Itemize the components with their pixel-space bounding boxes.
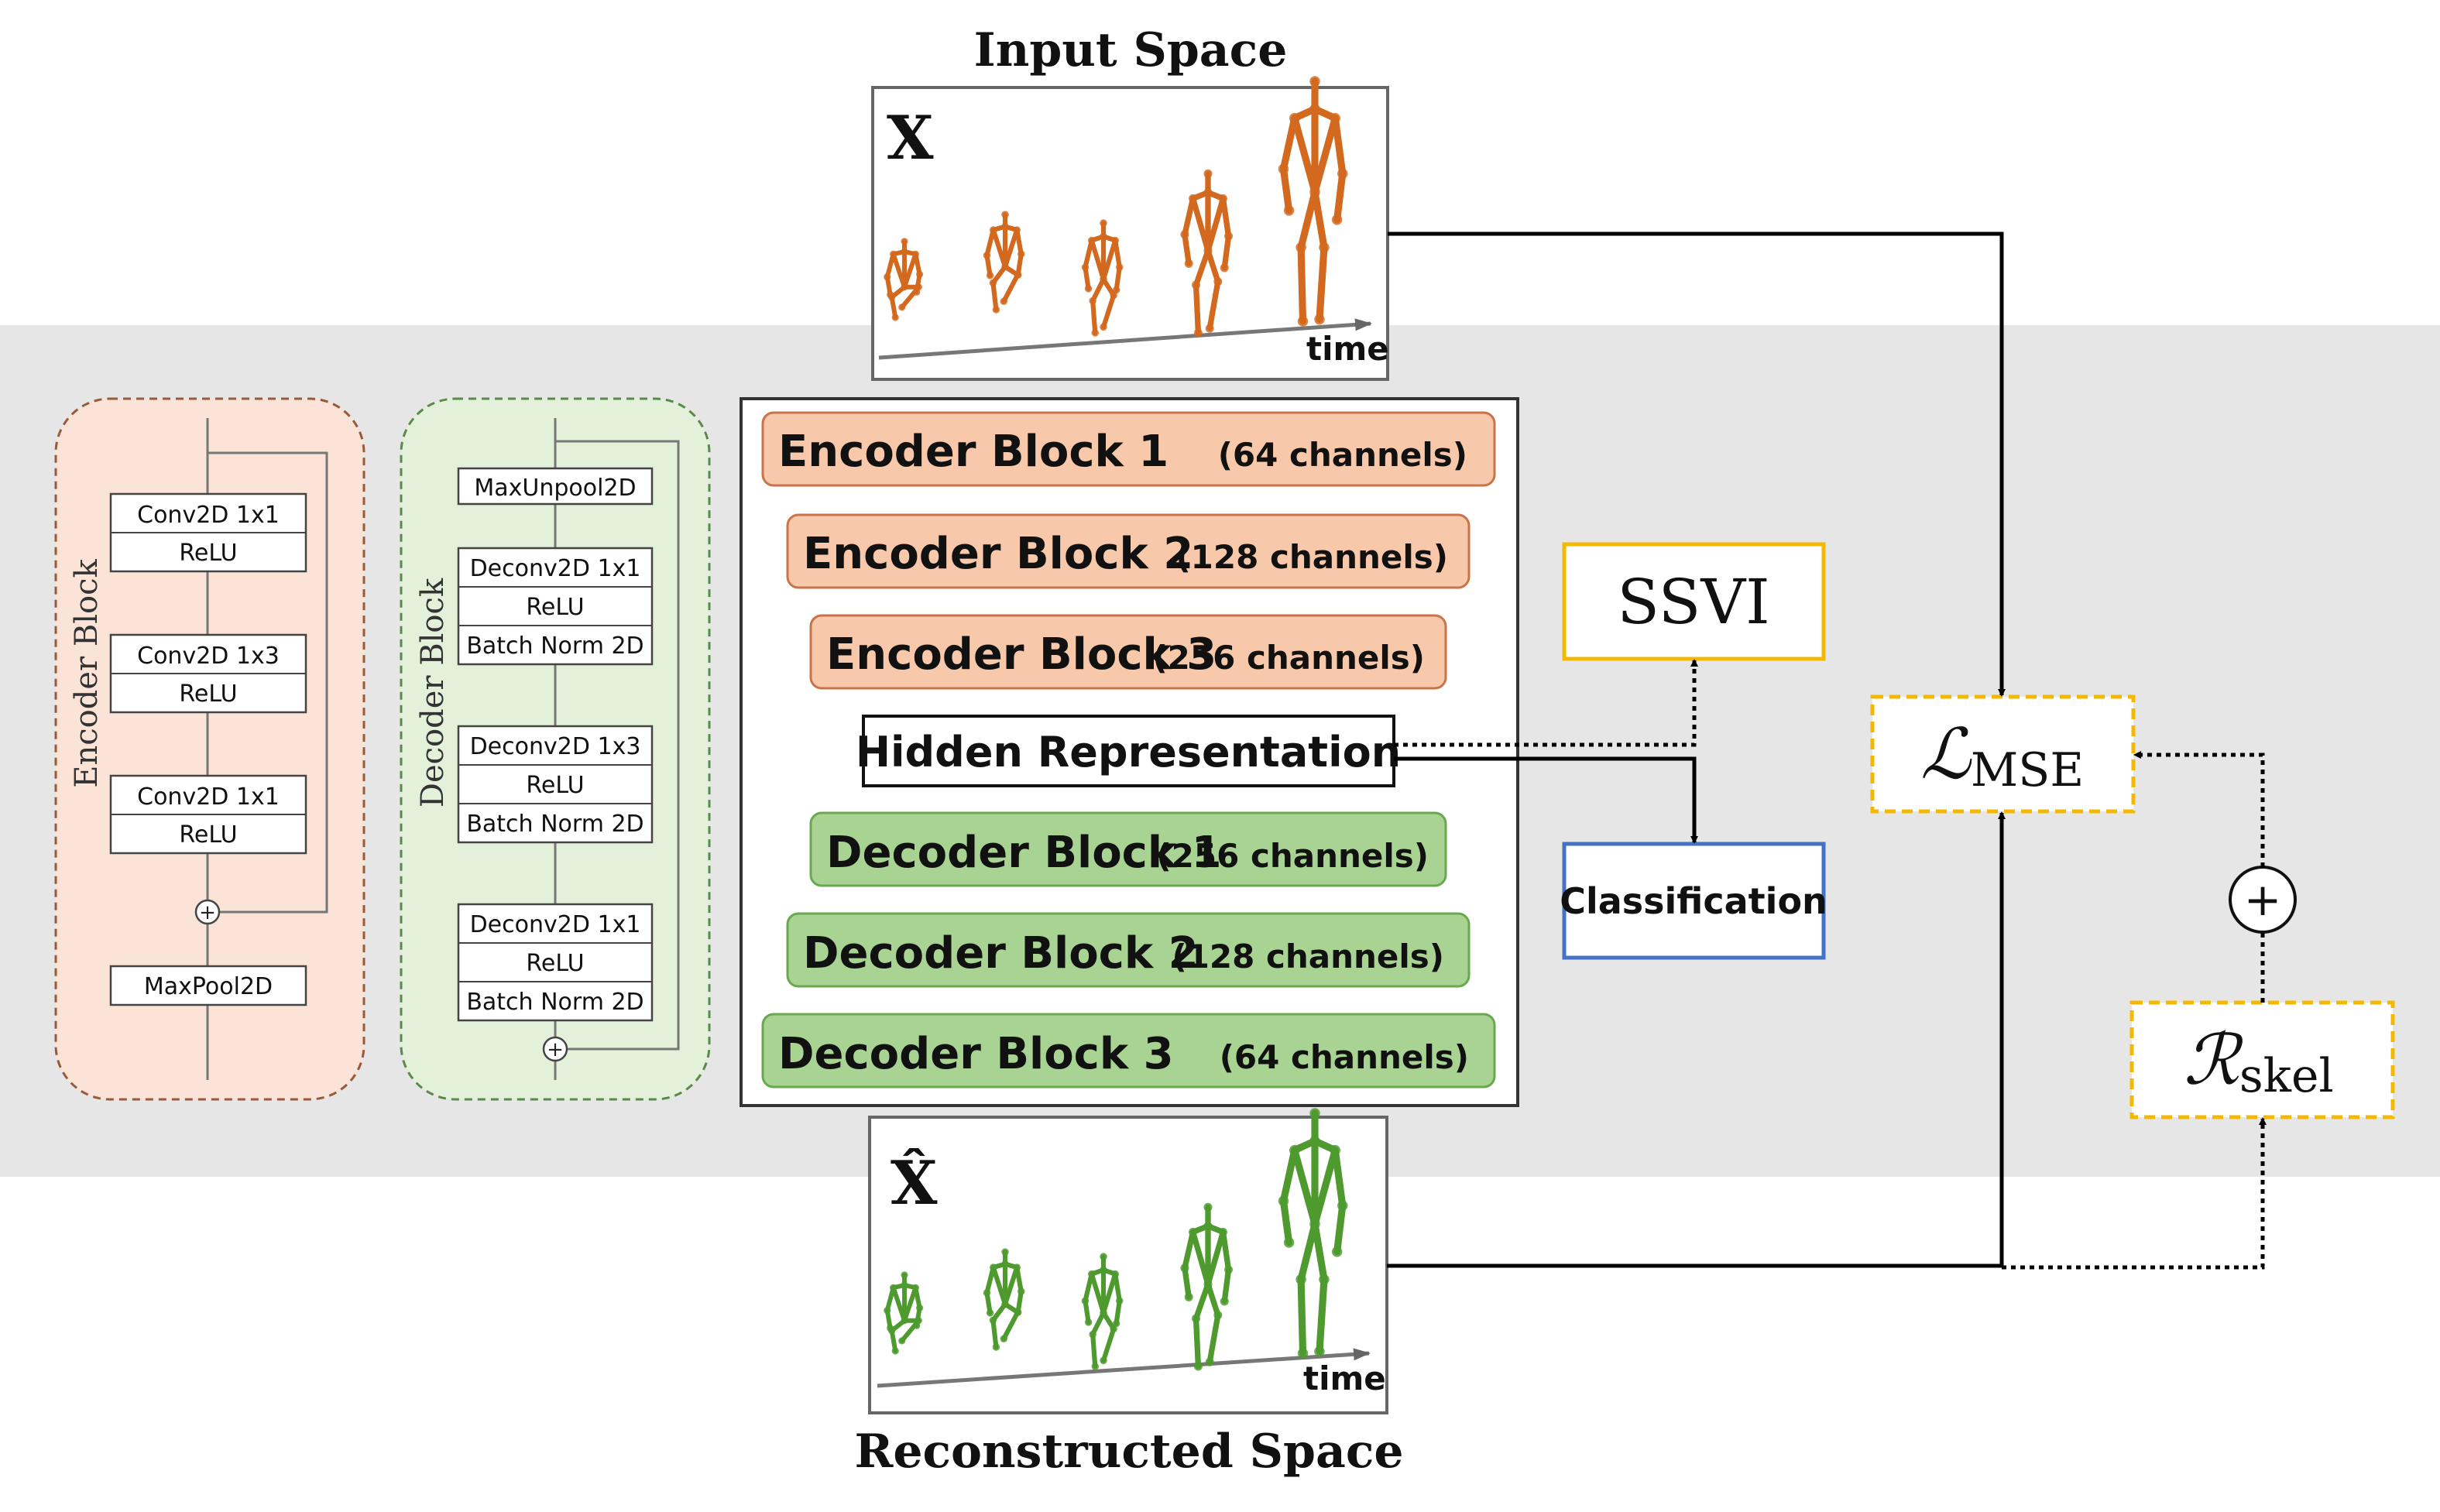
reconstructed-symbol: X̂ xyxy=(891,1147,938,1219)
encoder-block-1-label: Encoder Block 1 xyxy=(778,427,1169,477)
decoder-block-2-label: Decoder Block 2 xyxy=(803,928,1199,979)
hidden-representation xyxy=(862,715,1395,787)
dec-layer-2-relu: ReLU xyxy=(526,772,584,799)
recon-to-skel-arrow xyxy=(2002,1117,2267,1270)
dec-layer-2-bn: Batch Norm 2D xyxy=(466,811,643,838)
skel-reg-box xyxy=(2129,1000,2395,1119)
enc-sum-symbol: + xyxy=(199,901,216,924)
skeleton-figure-3 xyxy=(1081,219,1124,337)
decoder-block-1-channels: (256 channels) xyxy=(1156,837,1429,875)
encoder-block-3-label: Encoder Block 3 xyxy=(826,629,1217,680)
mse-loss-symbol: ℒ xyxy=(1920,714,1972,795)
input-time-label: time xyxy=(1306,330,1389,368)
decoder-block-panel: Decoder Block MaxUnpool2D Deconv2D 1x1 R… xyxy=(400,397,711,1101)
dec-layer-2-deconv: Deconv2D 1x3 xyxy=(470,733,641,760)
decoder-block-3 xyxy=(761,1013,1496,1089)
decoder-block-2-channels: (128 channels) xyxy=(1172,938,1444,975)
decoder-block-1 xyxy=(809,811,1447,887)
mse-loss-subscript: MSE xyxy=(1971,743,2084,797)
input-symbol: X xyxy=(887,103,934,173)
decoder-block-1-label: Decoder Block 1 xyxy=(826,828,1222,878)
dec-layer-3-relu: ReLU xyxy=(526,950,584,977)
input-skeletons xyxy=(884,76,1348,338)
classification-label: Classification xyxy=(1560,880,1827,922)
hidden-to-ssvi-arrow xyxy=(1394,659,1698,747)
decoder-block-3-label: Decoder Block 3 xyxy=(778,1029,1174,1079)
classification-box xyxy=(1562,842,1826,960)
dec-unpool: MaxUnpool2D xyxy=(474,475,636,502)
mse-loss-box xyxy=(1870,694,2136,814)
skeleton-figure-4 xyxy=(1180,1202,1234,1371)
enc-layer-3-conv: Conv2D 1x1 xyxy=(137,783,280,811)
encoder-block-2-channels: (128 channels) xyxy=(1175,538,1448,576)
enc-layer-1-conv: Conv2D 1x1 xyxy=(137,502,280,529)
decoder-block-2 xyxy=(786,912,1471,988)
input-to-mse-arrow xyxy=(1388,231,2006,697)
skeleton-figure-3 xyxy=(1081,1253,1124,1370)
encoder-block-3 xyxy=(809,614,1447,690)
encoder-block-panel: Encoder Block Conv2D 1x1 ReLU Conv2D 1x3… xyxy=(54,397,365,1101)
dec-layer-1-relu: ReLU xyxy=(526,594,584,621)
skel-reg-subscript: skel xyxy=(2239,1049,2334,1103)
skeleton-figure-5 xyxy=(1278,1108,1348,1359)
skeleton-figure-4 xyxy=(1180,169,1234,338)
hidden-representation-label: Hidden Representation xyxy=(856,728,1401,777)
hidden-to-classification-arrow xyxy=(1394,756,1698,844)
recon-time-axis xyxy=(877,1348,1371,1388)
skeleton-figure-2 xyxy=(983,1248,1025,1351)
ssvi-label: SSVI xyxy=(1617,566,1770,638)
dec-layer-1-deconv: Deconv2D 1x1 xyxy=(470,555,641,582)
dec-layer-3-bn: Batch Norm 2D xyxy=(466,989,643,1016)
ssvi-box xyxy=(1562,542,1826,661)
enc-layer-3-relu: ReLU xyxy=(179,821,237,849)
encoder-block-2 xyxy=(786,513,1471,589)
mse-loss-label: ℒMSE xyxy=(1920,714,2084,797)
skeleton-figure-1 xyxy=(884,1271,924,1355)
reconstructed-skeletons xyxy=(884,1108,1348,1371)
decoder-block-3-channels: (64 channels) xyxy=(1220,1038,1469,1076)
dec-sum-node xyxy=(542,1036,568,1062)
dec-layer-3-deconv: Deconv2D 1x1 xyxy=(470,911,641,938)
enc-sum-node xyxy=(194,899,221,925)
encoder-block-3-channels: (256 channels) xyxy=(1152,639,1425,677)
decoder-block-title: Decoder Block xyxy=(415,578,451,807)
skeleton-figure-5 xyxy=(1278,76,1348,327)
encoder-block-2-label: Encoder Block 2 xyxy=(803,529,1193,579)
input-space-title: Input Space xyxy=(974,23,1288,77)
enc-layer-2-relu: ReLU xyxy=(179,681,237,708)
encoder-block-1 xyxy=(761,411,1496,487)
recon-time-label: time xyxy=(1303,1359,1386,1397)
input-time-axis xyxy=(878,318,1372,360)
skeleton-figure-2 xyxy=(983,211,1025,314)
enc-layer-2-conv: Conv2D 1x3 xyxy=(137,643,280,670)
enc-pool: MaxPool2D xyxy=(144,973,273,1000)
dec-sum-symbol: + xyxy=(547,1038,564,1061)
sum-to-mse-arrow xyxy=(2133,751,2265,867)
enc-layer-1-relu: ReLU xyxy=(179,540,237,567)
reconstructed-space-title: Reconstructed Space xyxy=(854,1425,1403,1479)
skeleton-figure-1 xyxy=(884,238,924,321)
skel-reg-symbol: ℛ xyxy=(2184,1020,2244,1101)
encoder-block-1-channels: (64 channels) xyxy=(1218,436,1467,474)
loss-sum-symbol: + xyxy=(2244,873,2282,926)
skel-reg-label: ℛskel xyxy=(2184,1020,2334,1103)
dec-layer-1-bn: Batch Norm 2D xyxy=(466,633,643,660)
encoder-block-title: Encoder Block xyxy=(69,559,105,788)
